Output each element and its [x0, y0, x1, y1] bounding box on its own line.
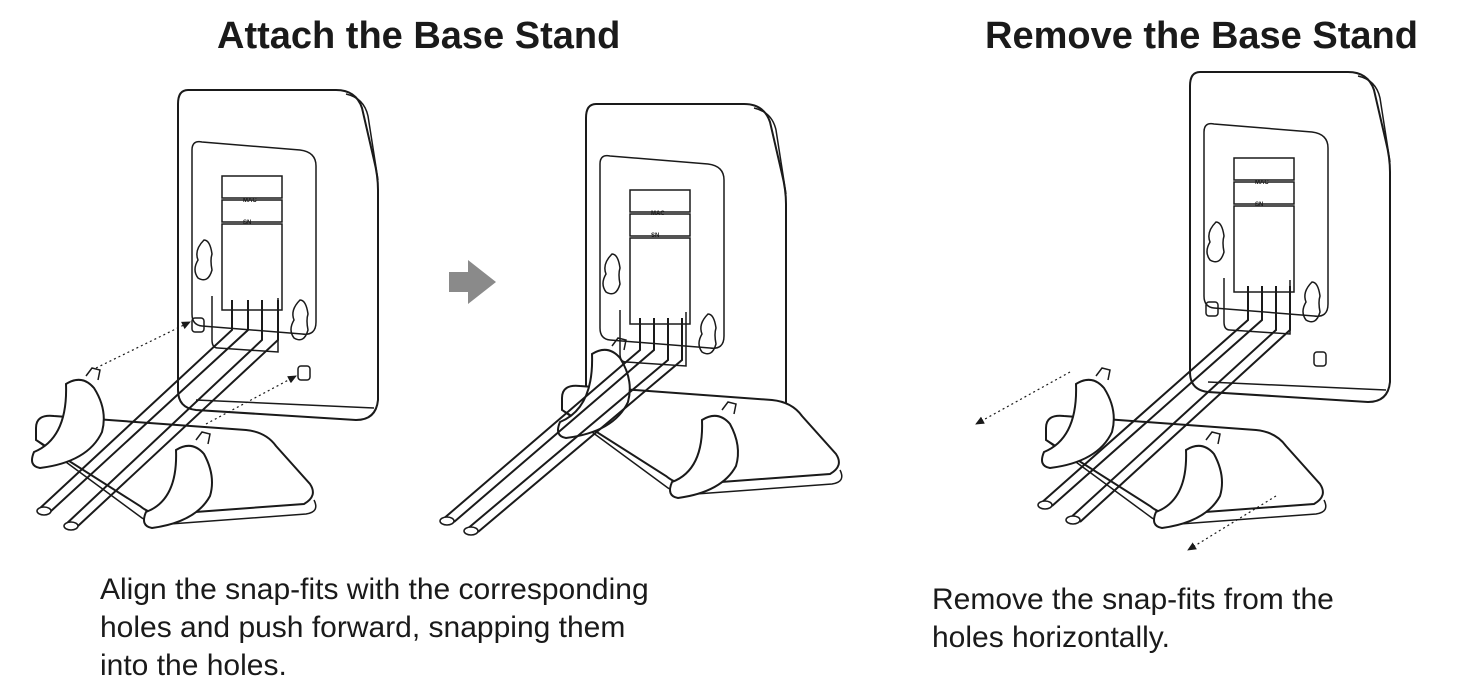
attach-caption-line: holes and push forward, snapping them — [100, 611, 626, 644]
sn-label: SN — [651, 233, 659, 239]
mac-label: MAC — [651, 211, 665, 217]
attach-before-illustration — [31, 89, 379, 531]
align-guide-2 — [205, 375, 297, 425]
align-guide-1 — [95, 321, 191, 369]
remove-illustration — [975, 71, 1391, 551]
attach-caption-line: into the holes. — [100, 649, 287, 682]
remove-caption-line: Remove the snap-fits from the — [932, 583, 1334, 616]
mac-label: MAC — [243, 198, 257, 204]
remove-title: Remove the Base Stand — [985, 15, 1418, 57]
attach-caption: Align the snap-fits with the correspondi… — [100, 571, 649, 685]
sn-label: SN — [243, 220, 251, 226]
attach-title: Attach the Base Stand — [217, 15, 621, 57]
remove-caption: Remove the snap-fits from the holes hori… — [932, 581, 1334, 657]
remove-caption-line: holes horizontally. — [932, 621, 1170, 654]
mac-label: MAC — [1255, 180, 1269, 186]
attach-caption-line: Align the snap-fits with the correspondi… — [100, 573, 649, 606]
sn-label: SN — [1255, 202, 1263, 208]
dotted-arrow-icon — [1187, 495, 1277, 551]
right-arrow-icon — [449, 260, 496, 304]
attach-after-illustration — [439, 103, 843, 536]
